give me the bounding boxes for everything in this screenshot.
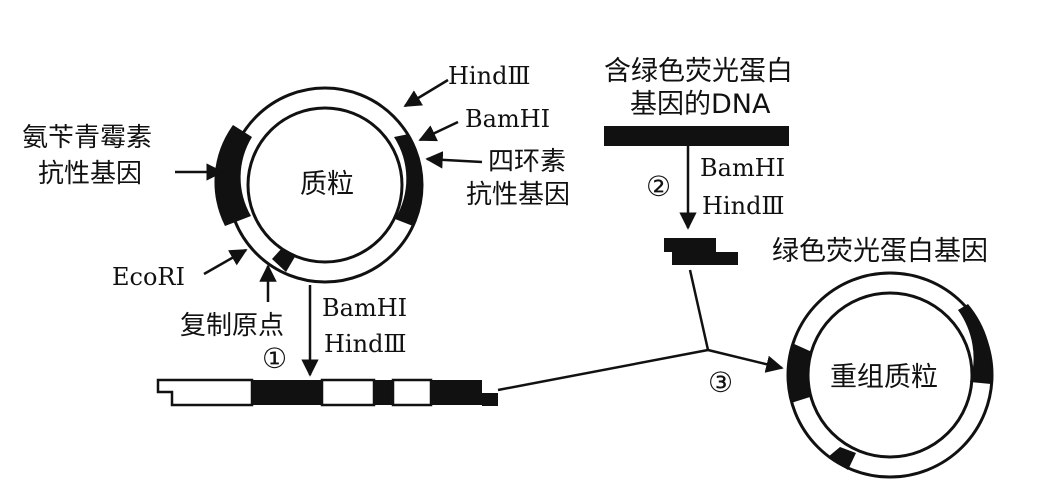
step2-enzyme1: BamHⅠ: [700, 154, 785, 182]
ecor1-arrow: [203, 248, 248, 276]
plasmid-to-join-line: [497, 348, 709, 392]
ampr-label-line1: 氨苄青霉素: [22, 123, 152, 153]
gfp-gene-fragment: [664, 238, 738, 265]
step2-number: ②: [646, 170, 671, 203]
plasmid-inner-ring: [246, 106, 404, 264]
bamh1-arrow: [418, 120, 459, 142]
dna-label-line1: 含绿色荧光蛋白: [604, 56, 793, 87]
ampr-gene-segment: [214, 125, 252, 226]
recombinant-left-segment: [786, 343, 812, 403]
recombinant-name: 重组质粒: [830, 362, 938, 393]
plasmid: [214, 86, 424, 284]
step1-enzyme1: BamHⅠ: [322, 294, 407, 322]
hind3-arrow: [403, 78, 449, 108]
plasmid-name: 质粒: [300, 169, 354, 200]
linearized-plasmid: [156, 378, 498, 407]
dna-bar: [604, 126, 789, 146]
step1-number: ①: [262, 342, 287, 375]
gfp-to-join-line: [688, 269, 710, 351]
tetr-gene-segment: [394, 134, 423, 226]
step3-number: ③: [708, 366, 733, 399]
step1-enzyme2: HindⅢ: [324, 330, 407, 358]
step3-arrow: [707, 348, 784, 373]
recombinant-plasmid: [786, 271, 994, 479]
recombinant-bottom-segment: [828, 447, 856, 470]
plasmid-ecor1-label: EcoRⅠ: [112, 263, 185, 291]
recombinant-right-segment: [958, 304, 993, 384]
ori-segment: [272, 248, 296, 272]
tetr-label-line2: 抗性基因: [466, 180, 570, 210]
ampr-label-line2: 抗性基因: [38, 159, 142, 189]
tetr-arrow: [425, 151, 483, 169]
plasmid-bamh1-label: BamHⅠ: [465, 105, 550, 133]
gfp-gene-label: 绿色荧光蛋白基因: [772, 236, 988, 267]
step2-enzyme2: HindⅢ: [702, 192, 785, 220]
dna-label-line2: 基因的DNA: [630, 89, 771, 120]
plasmid-hind3-label: HindⅢ: [448, 62, 531, 90]
ori-label: 复制原点: [180, 311, 284, 341]
tetr-label-line1: 四环素: [488, 147, 566, 177]
